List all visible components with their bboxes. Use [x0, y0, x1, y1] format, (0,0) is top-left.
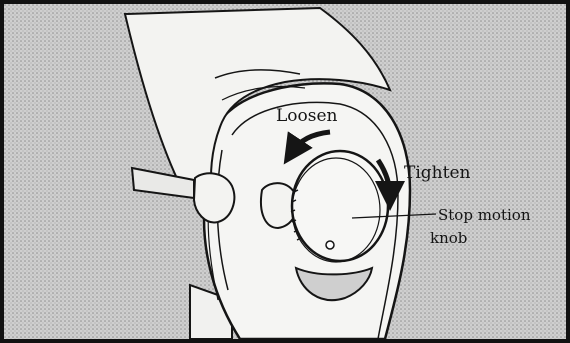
label-loosen: Loosen: [276, 106, 338, 126]
label-knob-line2: knob: [430, 229, 467, 247]
thumb: [194, 173, 234, 222]
label-tighten: Tighten: [404, 163, 470, 183]
label-knob-line1: Stop motion: [438, 206, 531, 224]
stop-motion-knob: [292, 151, 388, 261]
knob-screw: [326, 241, 334, 249]
